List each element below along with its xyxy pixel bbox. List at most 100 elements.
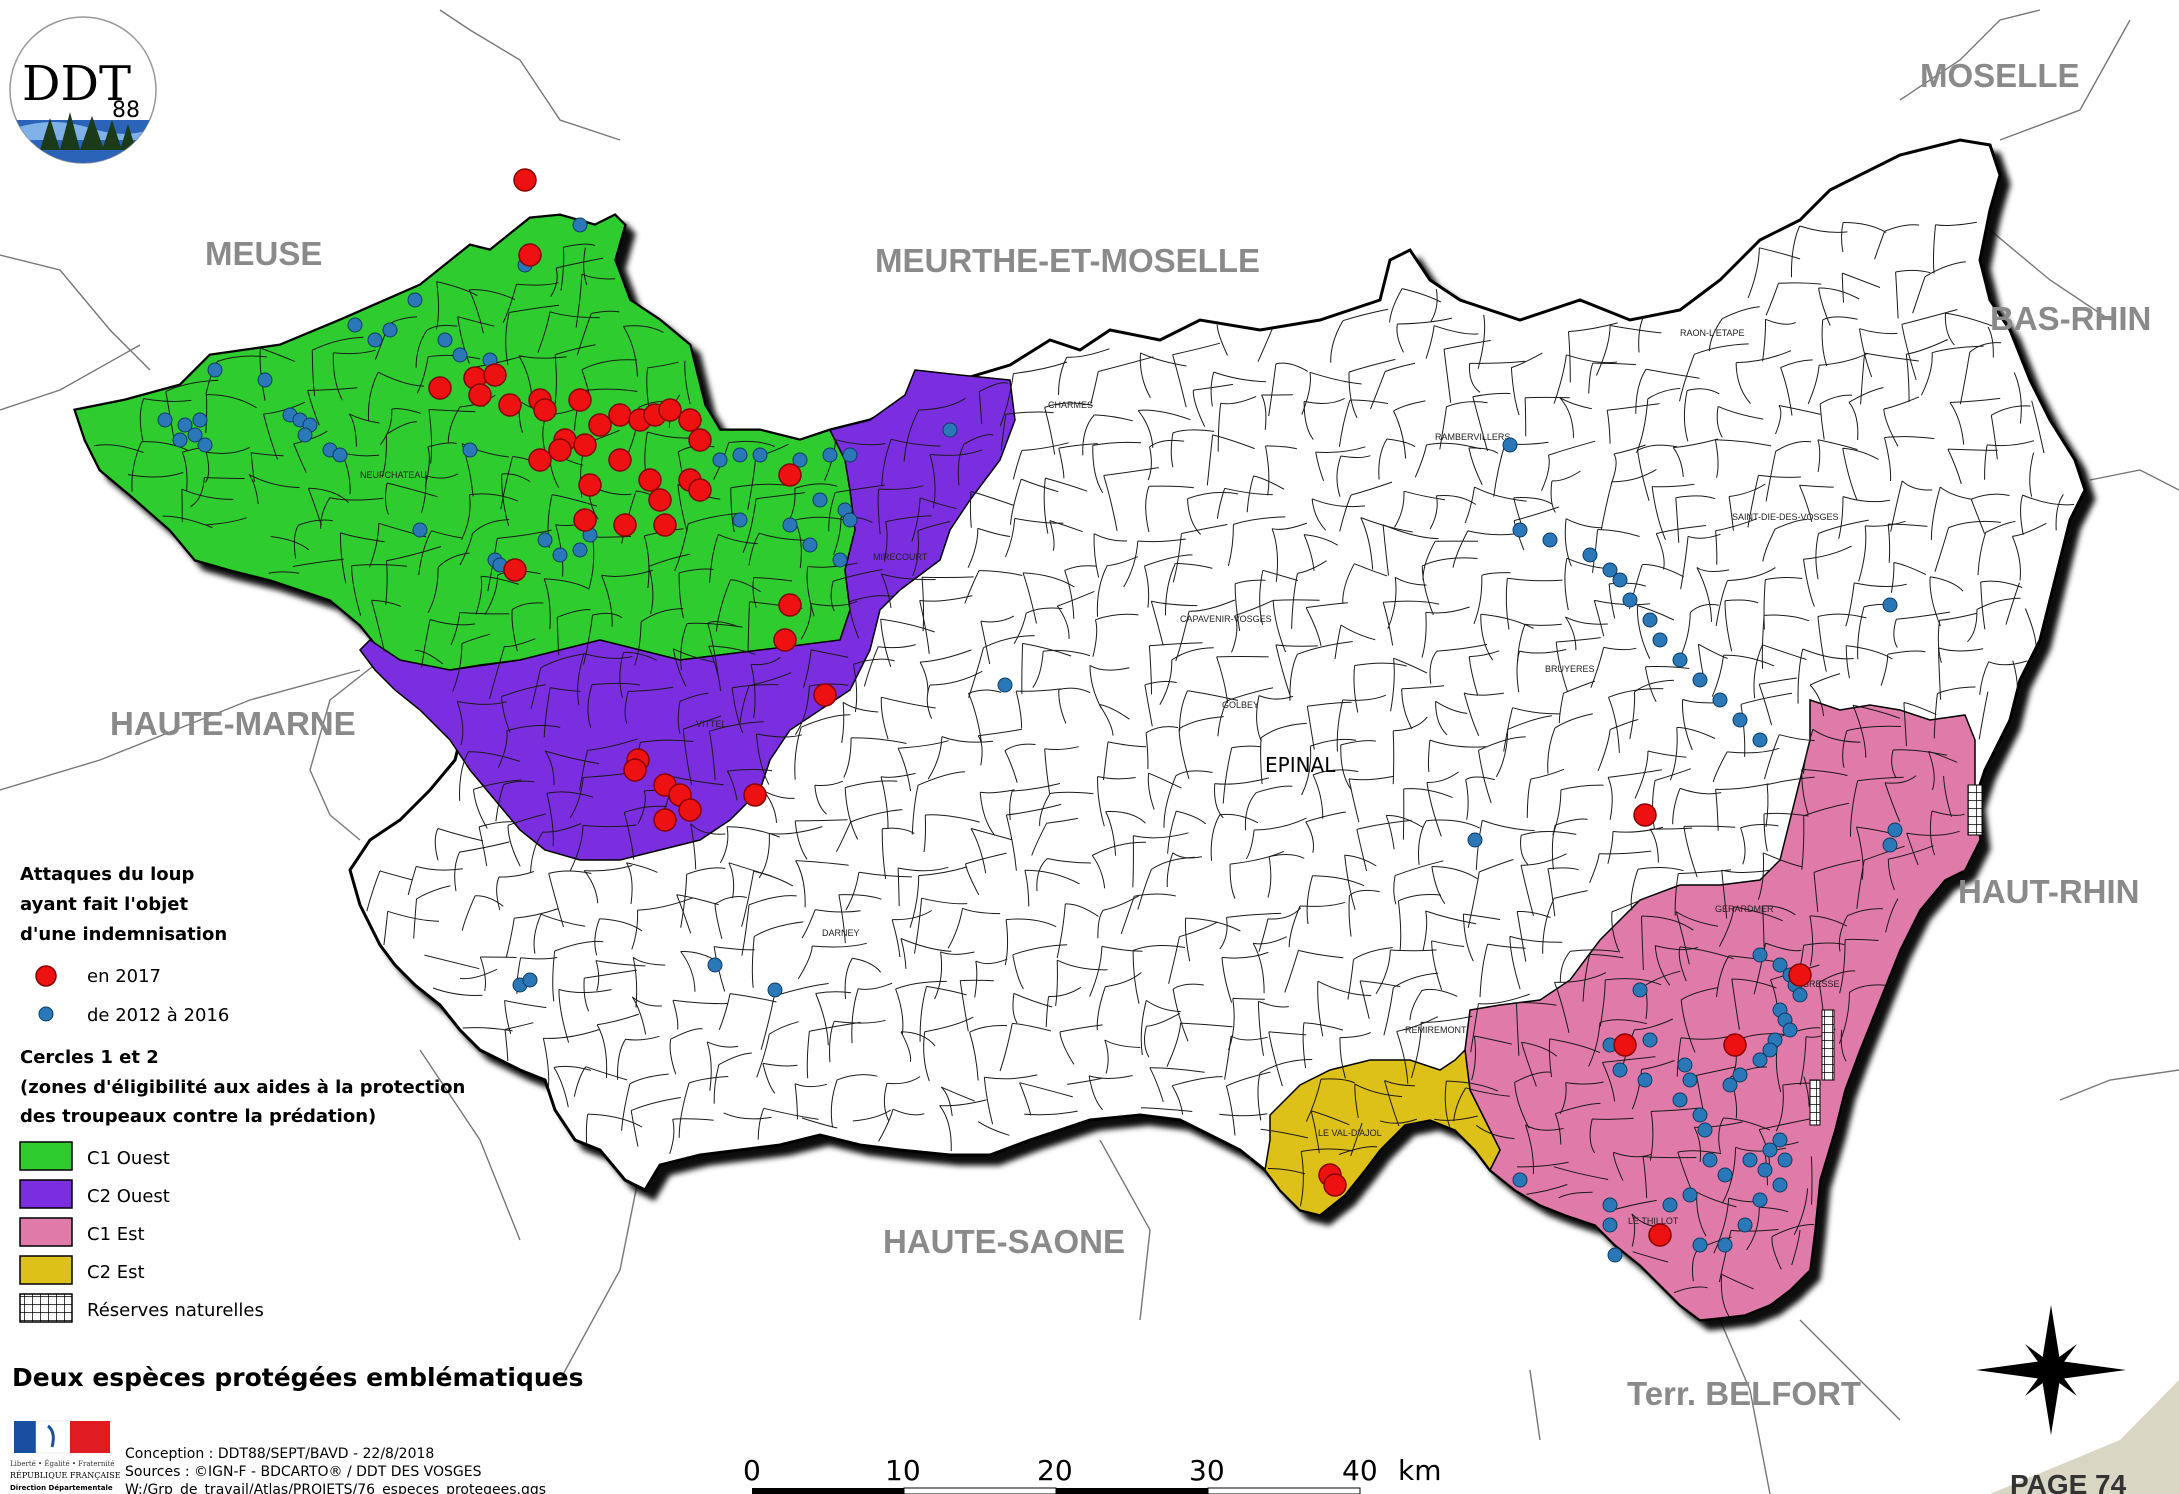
commune-boundary [1642,1156,1697,1159]
commune-boundary [1815,533,1819,580]
commune-boundary [1555,641,1568,692]
commune-boundary [585,1114,589,1144]
commune-boundary [1226,1071,1271,1087]
commune-boundary [1511,352,1543,369]
commune-boundary [1514,1082,1530,1129]
commune-boundary [1271,522,1308,530]
commune-boundary [843,737,852,778]
commune-boundary [795,819,848,822]
commune-boundary [1852,704,1901,719]
commune-boundary [554,940,604,952]
commune-boundary [1607,831,1614,864]
attack-marker-2017 [1788,963,1812,987]
commune-boundary [714,896,747,905]
attack-marker-2017 [638,468,662,492]
commune-boundary [495,784,505,822]
commune-boundary [1478,736,1526,751]
commune-boundary [1056,959,1108,971]
commune-boundary [1306,602,1348,609]
commune-boundary [596,1024,608,1079]
commune-boundary [1681,699,1693,751]
town-label: SAINT-DIE-DES-VOSGES [1732,512,1839,522]
commune-boundary [1906,832,1919,866]
dept-label-terr-belfort: Terr. BELFORT [1627,1375,1861,1412]
commune-boundary [1253,475,1285,490]
legend-swatch-c1-est [19,1217,73,1247]
commune-boundary [621,1083,631,1131]
commune-boundary [1120,896,1135,935]
commune-boundary [480,956,517,959]
commune-boundary [1151,600,1198,607]
commune-boundary [1959,352,1971,405]
commune-boundary [911,497,921,542]
commune-boundary [1098,356,1154,372]
commune-boundary [1731,978,1740,1030]
commune-boundary [1045,477,1088,492]
commune-boundary [1145,486,1150,533]
commune-boundary [1031,823,1048,856]
commune-boundary [1305,821,1314,853]
commune-boundary [248,474,259,505]
commune-boundary [1468,656,1479,696]
commune-boundary [518,355,533,395]
commune-boundary [810,600,858,607]
commune-boundary [1474,1035,1512,1045]
attack-marker-2012-2016 [1772,1132,1788,1148]
commune-boundary [929,449,983,456]
commune-boundary [800,603,812,640]
commune-boundary [1758,684,1773,726]
commune-boundary [1985,521,2016,533]
commune-boundary [1675,911,1690,965]
commune-boundary [1403,490,1445,501]
commune-boundary [1514,1071,1552,1083]
attack-marker-2012-2016 [177,417,193,433]
attack-marker-2012-2016 [1612,1062,1628,1078]
commune-boundary [728,862,735,899]
commune-boundary [1610,453,1617,484]
commune-boundary [1778,282,1822,285]
commune-boundary [853,658,895,665]
commune-boundary [1385,815,1395,850]
commune-boundary [999,373,1014,427]
commune-boundary [632,956,666,966]
legend-attacks-title: d'une indemnisation [20,924,227,945]
commune-boundary [1854,582,1907,588]
commune-boundary [674,523,689,572]
commune-boundary [941,736,993,743]
commune-boundary [599,918,643,932]
commune-boundary [909,875,920,928]
attack-marker-2012-2016 [1732,712,1748,728]
commune-boundary [1107,556,1139,567]
commune-boundary [1469,650,1500,658]
commune-boundary [1990,415,1998,460]
commune-boundary [1487,943,1526,949]
commune-boundary [647,361,679,369]
attack-marker-2012-2016 [552,547,568,563]
commune-boundary [858,871,912,878]
commune-boundary [1340,744,1352,791]
commune-boundary [1320,1078,1356,1084]
commune-boundary [1390,658,1395,712]
commune-boundary [1548,1038,1552,1077]
commune-boundary [1524,623,1562,626]
attack-marker-2017 [498,393,522,417]
commune-boundary [1088,1075,1103,1111]
commune-boundary [1354,1084,1359,1118]
commune-boundary [530,667,542,710]
commune-boundary [1147,773,1155,810]
commune-boundary [1067,1077,1102,1085]
commune-boundary [979,382,1009,393]
commune-boundary [1058,687,1091,694]
commune-boundary [503,780,535,786]
attack-marker-2012-2016 [437,332,453,348]
commune-boundary [1268,363,1277,417]
commune-boundary [686,867,726,875]
commune-boundary [1696,1066,1736,1076]
commune-boundary [293,430,328,445]
commune-boundary [1656,525,1706,535]
commune-boundary [1170,432,1174,468]
town-label: BRUYERES [1545,664,1595,674]
commune-boundary [1340,455,1371,459]
commune-boundary [713,1064,720,1104]
commune-boundary [1178,728,1190,780]
